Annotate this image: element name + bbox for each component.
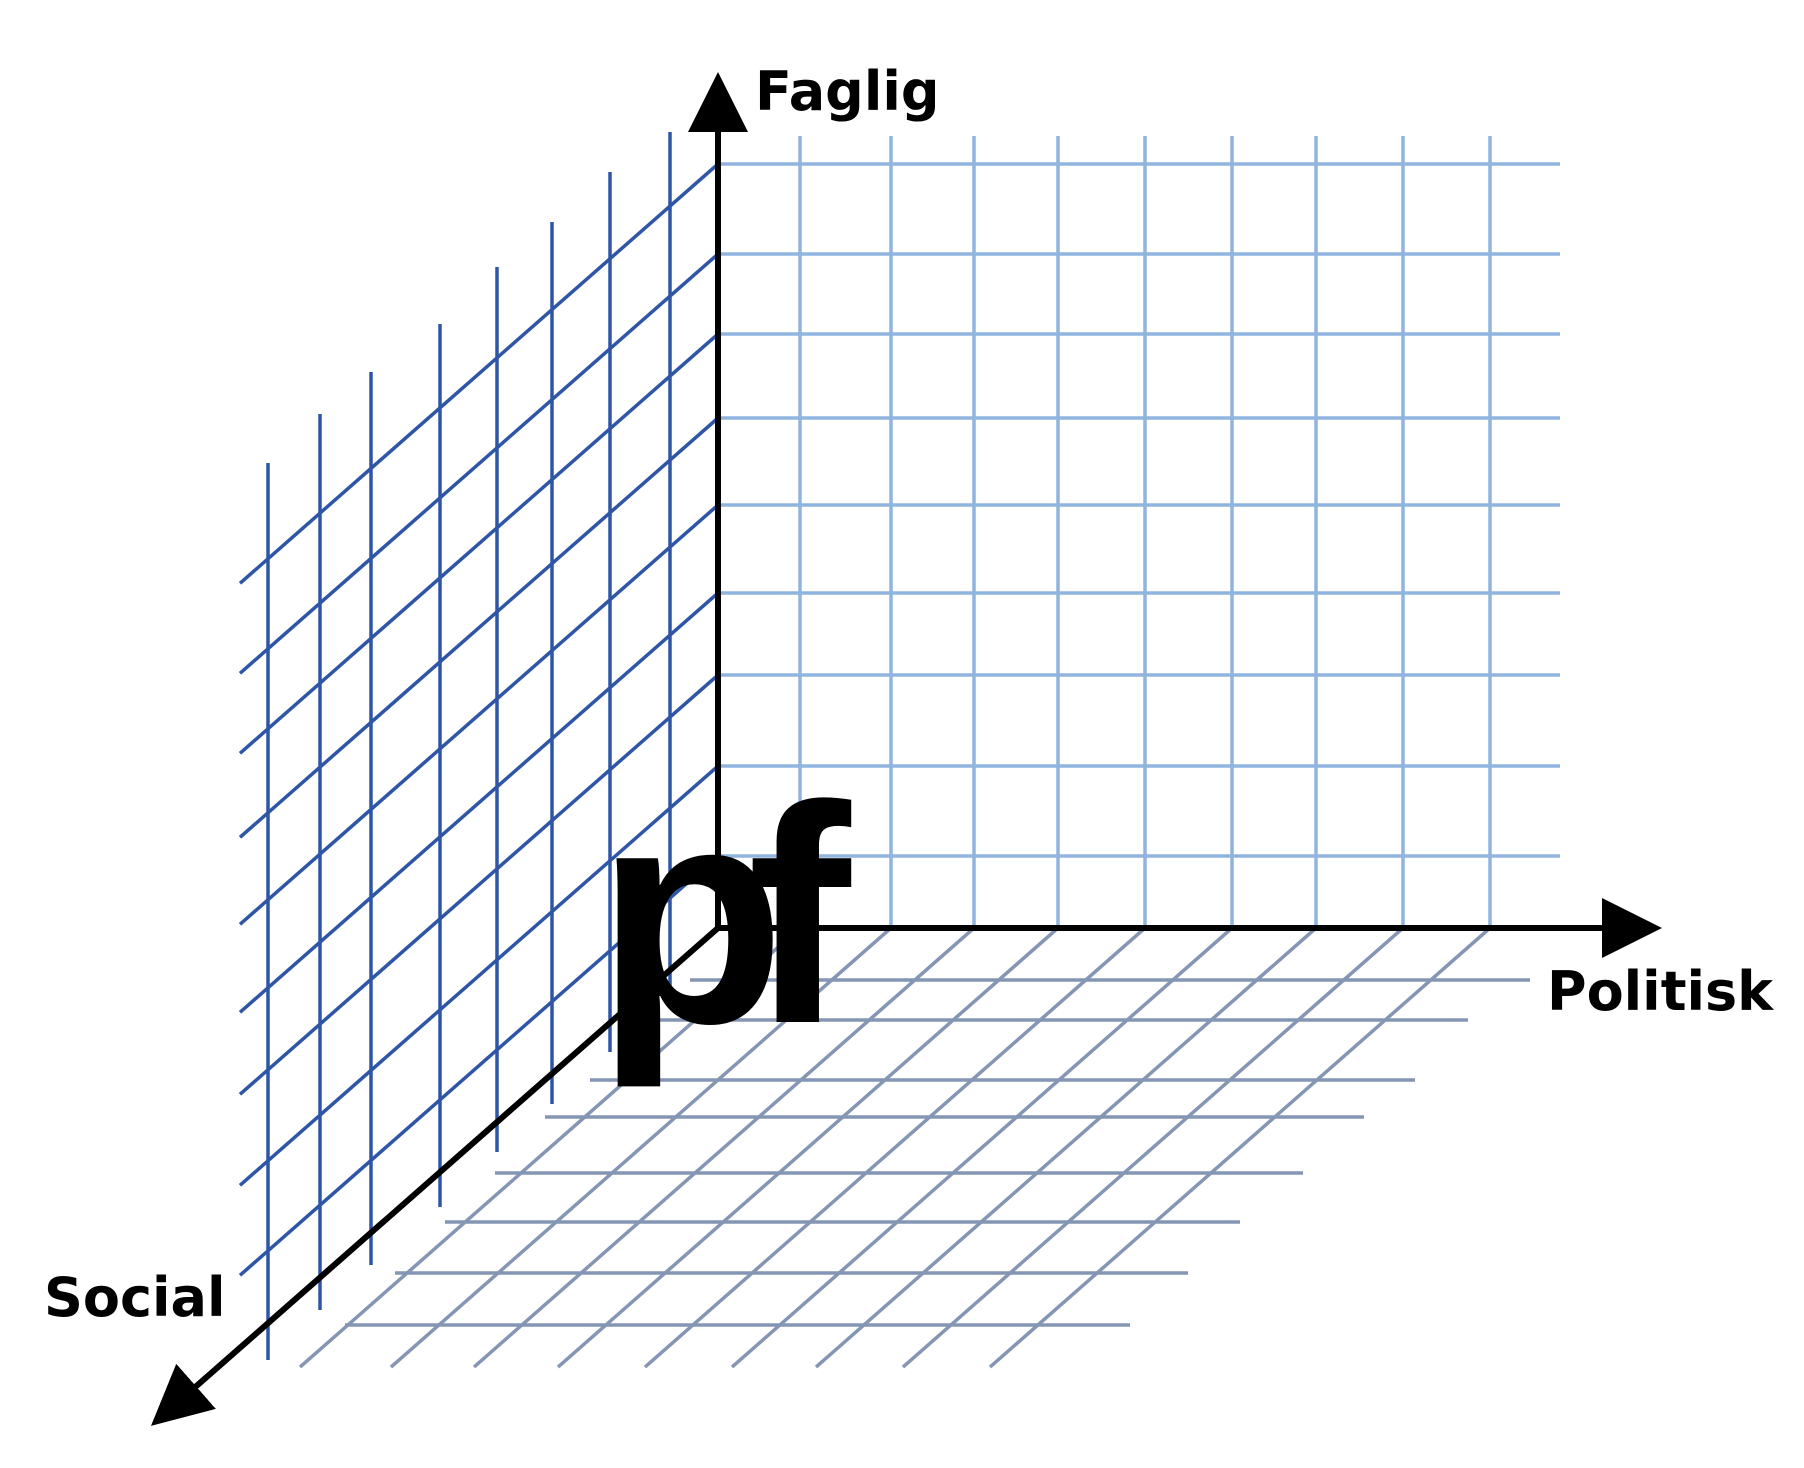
side-wall-diagonal-line [238,503,720,926]
floor-diagonal-line [988,926,1492,1369]
depth-axis [150,925,720,1426]
side-wall-diagonal-line [238,416,720,839]
side-wall-grid [238,132,720,1360]
axis-label-politisk: Politisk [1547,960,1774,1023]
floor-diagonal-line [389,926,893,1369]
side-wall-diagonal-line [238,252,720,675]
floor-diagonal-line [730,926,1234,1369]
floor-diagonal-line [643,926,1147,1369]
pf-logo: pf [596,741,854,1090]
floor-diagonal-line [556,926,1060,1369]
floor-diagonal-line [298,926,802,1369]
floor-diagonal-line [472,926,976,1369]
axis-label-social: Social [44,1266,225,1329]
side-wall-diagonal-line [238,332,720,755]
side-wall-diagonal-line [238,854,720,1277]
axis-label-faglig: Faglig [755,60,940,123]
floor-diagonal-line [901,926,1405,1369]
floor-grid [298,926,1530,1369]
axes [150,72,1662,1426]
side-wall-diagonal-line [238,162,720,585]
floor-diagonal-line [814,926,1318,1369]
side-wall-diagonal-line [238,673,720,1096]
side-wall-diagonal-line [238,591,720,1014]
side-wall-diagonal-line [238,764,720,1187]
back-wall-grid [718,136,1560,928]
